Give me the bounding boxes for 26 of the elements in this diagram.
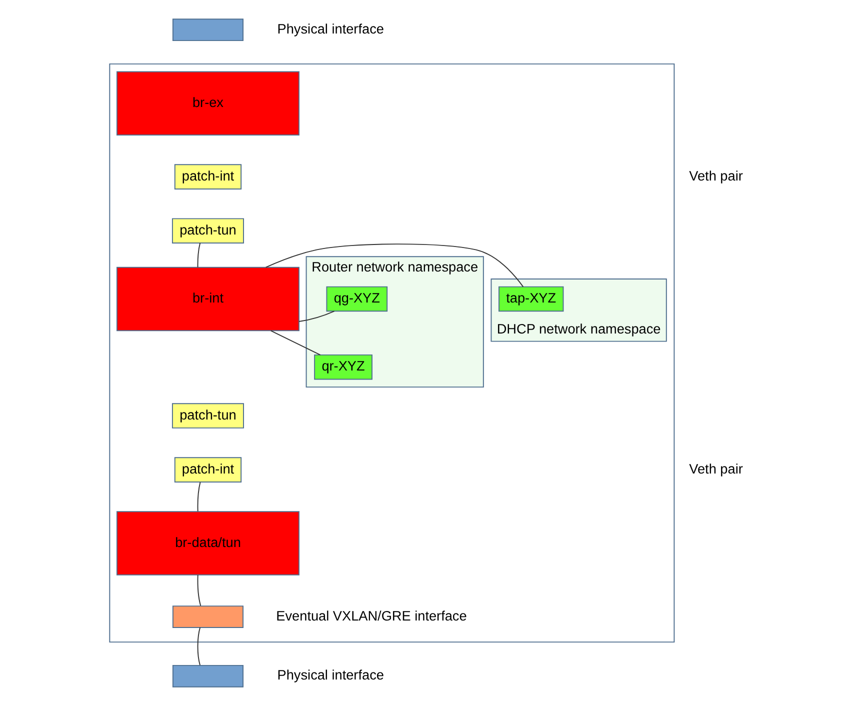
node-box: br-data/tun	[116, 511, 299, 576]
label: Veth pair	[688, 461, 742, 476]
connector	[196, 242, 200, 268]
node-label: Eventual VXLAN/GRE interface	[276, 608, 466, 624]
connector	[196, 574, 201, 606]
node-box: patch-int	[174, 164, 242, 190]
connector	[264, 244, 524, 288]
connector	[298, 310, 334, 322]
node-box: tap-XYZ	[498, 286, 564, 312]
label: Veth pair	[688, 168, 742, 184]
node-box: br-int	[116, 266, 299, 332]
connector	[270, 330, 320, 356]
connector	[196, 482, 200, 512]
node-label: Physical interface	[276, 21, 384, 36]
node-box: qr-XYZ	[314, 354, 372, 380]
connector	[196, 627, 200, 666]
node-box: patch-tun	[171, 218, 244, 244]
node-bar	[172, 606, 243, 628]
node-box: qg-XYZ	[326, 286, 388, 312]
cluster	[108, 63, 674, 643]
node-box: patch-tun	[171, 403, 244, 428]
node-box: br-ex	[116, 71, 299, 136]
node-bar	[172, 18, 243, 42]
node-bar	[172, 664, 243, 688]
node-label: Physical interface	[276, 668, 384, 683]
node-box: patch-int	[174, 457, 242, 482]
